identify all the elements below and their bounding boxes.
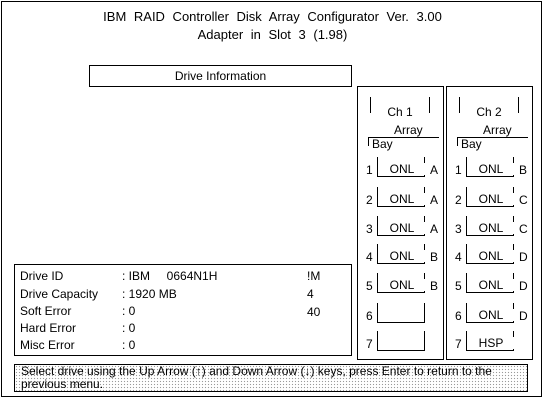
array-letter: C	[519, 193, 528, 207]
ch1-bay-6[interactable]: 6	[358, 303, 445, 327]
channel-1-array-label: Array	[394, 123, 423, 137]
bay-number: 5	[366, 279, 373, 293]
drive-slot[interactable]: ONL	[466, 157, 515, 177]
array-letter: D	[519, 279, 528, 293]
bay-number: 3	[455, 222, 462, 236]
soft-error-label: Soft Error	[20, 304, 72, 318]
ch2-bay-4[interactable]: 4 ONL D	[447, 244, 534, 268]
ch1-bay-4[interactable]: 4 ONL B	[358, 244, 445, 268]
drive-capacity-value: : 1920 MB	[122, 287, 177, 301]
drive-info-panel: Drive ID : IBM 0664N1H !M 4 40 Drive Cap…	[14, 264, 352, 356]
array-letter: B	[519, 163, 528, 177]
ch2-bay-3[interactable]: 3 ONL C	[447, 216, 534, 240]
bay-number: 3	[366, 222, 373, 236]
ch1-bay-7[interactable]: 7	[358, 331, 445, 355]
status-bar: Select drive using the Up Arrow (↑) and …	[14, 364, 528, 392]
drive-status: HSP	[467, 337, 515, 349]
array-letter: A	[430, 193, 439, 207]
drive-status: ONL	[467, 193, 515, 205]
drive-slot[interactable]: ONL	[466, 303, 515, 323]
app-title: IBM RAID Controller Disk Array Configura…	[103, 9, 442, 24]
bay-number: 2	[455, 193, 462, 207]
hard-error-label: Hard Error	[20, 321, 77, 335]
hard-error-value: : 0	[122, 321, 136, 335]
channel-1-bracket	[368, 137, 439, 146]
channel-1-label-frame: Ch 1	[370, 97, 430, 119]
array-letter: D	[519, 309, 528, 323]
ch2-bay-7[interactable]: 7 HSP	[447, 331, 534, 355]
bay-number: 5	[455, 279, 462, 293]
array-letter: B	[430, 250, 439, 264]
drive-capacity-label: Drive Capacity	[20, 287, 99, 301]
bay-number: 7	[455, 337, 462, 351]
array-letter: D	[519, 250, 528, 264]
array-letter: B	[430, 279, 439, 293]
misc-error-value: : 0	[122, 338, 136, 352]
bay-number: 4	[366, 250, 373, 264]
channel-1-bay-label: Bay	[372, 137, 393, 151]
drive-status: ONL	[378, 279, 426, 291]
channel-2-bracket	[457, 137, 528, 146]
drive-slot[interactable]: ONL	[377, 187, 426, 207]
drive-slot[interactable]: ONL	[377, 273, 426, 293]
ch1-bay-1[interactable]: 1 ONL A	[358, 157, 445, 181]
channel-2-label: Ch 2	[476, 105, 502, 119]
ch2-bay-5[interactable]: 5 ONL D	[447, 273, 534, 297]
channel-2-label-frame: Ch 2	[459, 97, 519, 119]
ch2-bay-1[interactable]: 1 ONL B	[447, 157, 534, 181]
bay-number: 4	[455, 250, 462, 264]
channel-1-panel: Ch 1 Array Bay 1 ONL A 2 ONL A 3 ONL A 4…	[357, 86, 444, 360]
array-letter: A	[430, 163, 439, 177]
array-letter: A	[430, 222, 439, 236]
soft-error-value: : 0	[122, 304, 136, 318]
drive-slot[interactable]: ONL	[466, 216, 515, 236]
bay-number: 7	[366, 337, 373, 351]
drive-status: ONL	[467, 309, 515, 321]
ch2-bay-6[interactable]: 6 ONL D	[447, 303, 534, 327]
bay-number: 1	[455, 163, 462, 177]
ch1-bay-2[interactable]: 2 ONL A	[358, 187, 445, 211]
misc-error-label: Misc Error	[20, 338, 75, 352]
drive-slot[interactable]: HSP	[466, 331, 515, 351]
drive-slot[interactable]: ONL	[466, 187, 515, 207]
drive-status: ONL	[467, 279, 515, 291]
channel-2-bay-label: Bay	[461, 137, 482, 151]
drive-id-label: Drive ID	[20, 269, 64, 283]
drive-status: ONL	[467, 222, 515, 234]
drive-slot[interactable]: ONL	[377, 244, 426, 264]
drive-status: ONL	[378, 193, 426, 205]
drive-status: ONL	[467, 163, 515, 175]
drive-slot[interactable]: ONL	[466, 244, 515, 264]
drive-id-extra: !M 4 40	[307, 269, 321, 319]
bay-number: 1	[366, 163, 373, 177]
drive-status: ONL	[378, 222, 426, 234]
drive-slot[interactable]: ONL	[377, 157, 426, 177]
drive-id-value: : IBM 0664N1H	[122, 269, 218, 283]
adapter-subtitle: Adapter in Slot 3 (1.98)	[197, 27, 348, 42]
array-letter: C	[519, 222, 528, 236]
drive-status: ONL	[467, 250, 515, 262]
drive-slot[interactable]	[377, 303, 425, 323]
drive-status: ONL	[378, 163, 426, 175]
drive-information-header: Drive Information	[89, 65, 352, 87]
ch1-bay-3[interactable]: 3 ONL A	[358, 216, 445, 240]
drive-status: ONL	[378, 250, 426, 262]
drive-slot[interactable]: ONL	[377, 216, 426, 236]
channel-1-label: Ch 1	[387, 105, 413, 119]
bay-number: 6	[455, 309, 462, 323]
ch2-bay-2[interactable]: 2 ONL C	[447, 187, 534, 211]
drive-slot[interactable]	[377, 331, 425, 351]
ch1-bay-5[interactable]: 5 ONL B	[358, 273, 445, 297]
bay-number: 2	[366, 193, 373, 207]
channel-2-array-label: Array	[483, 123, 512, 137]
channel-2-panel: Ch 2 Array Bay 1 ONL B 2 ONL C 3 ONL C 4…	[446, 86, 533, 360]
drive-slot[interactable]: ONL	[466, 273, 515, 293]
bay-number: 6	[366, 309, 373, 323]
